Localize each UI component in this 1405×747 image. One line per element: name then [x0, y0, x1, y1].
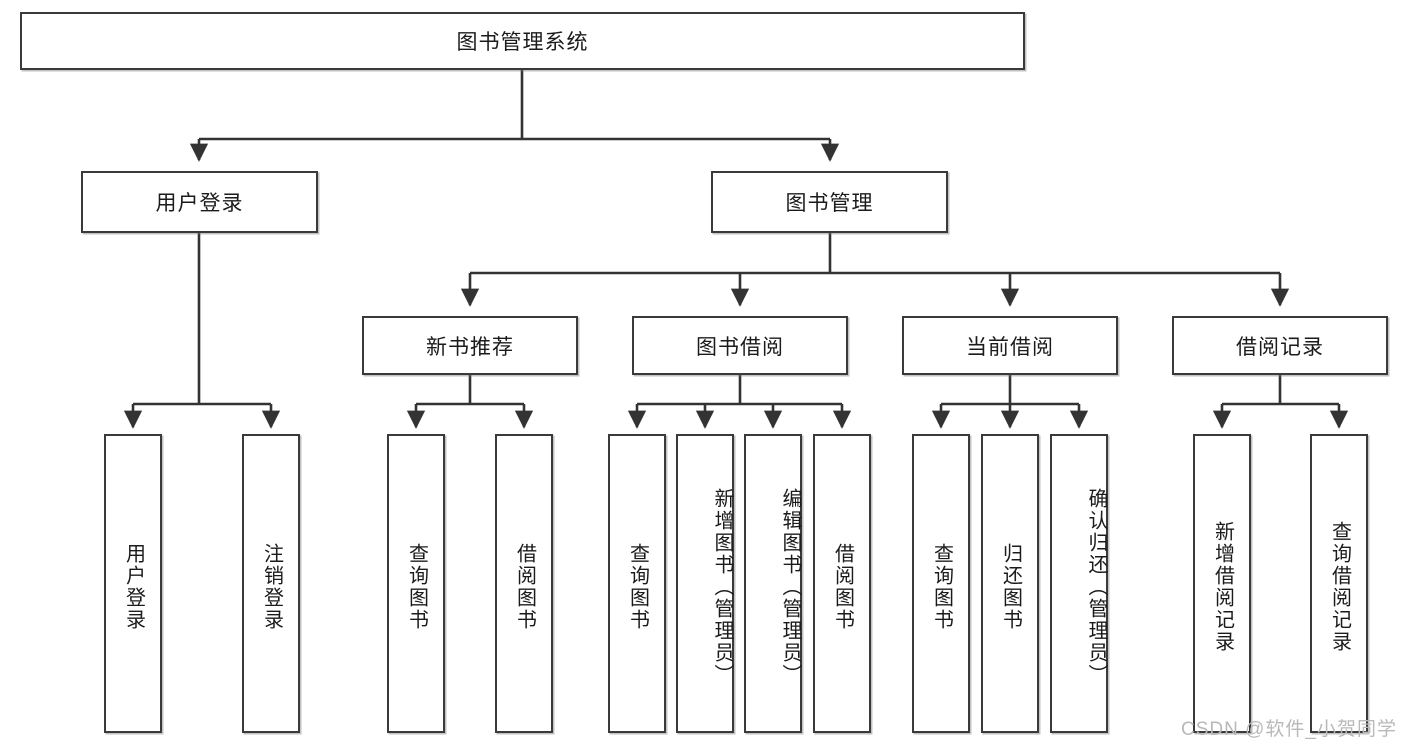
- leaf-return-book[interactable]: 归还图书: [981, 434, 1039, 733]
- node-book-management-label: 图书管理: [785, 192, 874, 215]
- node-book-management[interactable]: 图书管理: [711, 171, 948, 233]
- node-root[interactable]: 图书管理系统: [20, 12, 1025, 70]
- node-borrow-record[interactable]: 借阅记录: [1172, 316, 1388, 375]
- leaf-user-logout-label: 注销登录: [260, 542, 283, 631]
- leaf-edit-book-admin[interactable]: 编辑图书（管理员）: [744, 434, 802, 733]
- leaf-add-book-admin-label: 新增图书（管理员）: [711, 487, 733, 686]
- leaf-confirm-return-admin[interactable]: 确认归还（管理员）: [1050, 434, 1108, 733]
- node-new-book-recommend[interactable]: 新书推荐: [362, 316, 578, 375]
- node-new-book-recommend-label: 新书推荐: [426, 335, 514, 359]
- node-borrow-record-label: 借阅记录: [1236, 335, 1324, 359]
- node-book-borrow-label: 图书借阅: [696, 335, 784, 359]
- leaf-query-borrow-record[interactable]: 查询借阅记录: [1310, 434, 1368, 733]
- leaf-borrow-borrow-book-label: 借阅图书: [831, 542, 854, 631]
- node-current-borrow-label: 当前借阅: [966, 335, 1054, 359]
- leaf-edit-book-admin-label: 编辑图书（管理员）: [779, 487, 801, 686]
- leaf-user-login[interactable]: 用户登录: [104, 434, 162, 733]
- leaf-return-book-label: 归还图书: [999, 542, 1022, 631]
- leaf-add-book-admin[interactable]: 新增图书（管理员）: [676, 434, 734, 733]
- leaf-borrow-query-book-label: 查询图书: [626, 542, 649, 631]
- leaf-user-logout[interactable]: 注销登录: [242, 434, 300, 733]
- watermark: CSDN @软件_小贺同学: [1181, 719, 1397, 740]
- leaf-current-query-book-label: 查询图书: [930, 542, 953, 631]
- leaf-add-borrow-record[interactable]: 新增借阅记录: [1193, 434, 1251, 733]
- leaf-borrow-borrow-book[interactable]: 借阅图书: [813, 434, 871, 733]
- node-root-label: 图书管理系统: [456, 31, 589, 54]
- leaf-borrow-query-book[interactable]: 查询图书: [608, 434, 666, 733]
- leaf-current-query-book[interactable]: 查询图书: [912, 434, 970, 733]
- node-user-login[interactable]: 用户登录: [81, 171, 318, 233]
- leaf-query-borrow-record-label: 查询借阅记录: [1328, 520, 1351, 653]
- node-current-borrow[interactable]: 当前借阅: [902, 316, 1118, 375]
- leaf-confirm-return-admin-label: 确认归还（管理员）: [1085, 487, 1107, 686]
- leaf-add-borrow-record-label: 新增借阅记录: [1211, 520, 1234, 653]
- leaf-new-query-book-label: 查询图书: [405, 542, 428, 631]
- leaf-new-borrow-book[interactable]: 借阅图书: [495, 434, 553, 733]
- node-user-login-label: 用户登录: [155, 192, 244, 215]
- leaf-user-login-label: 用户登录: [122, 542, 145, 631]
- leaf-new-query-book[interactable]: 查询图书: [387, 434, 445, 733]
- node-book-borrow[interactable]: 图书借阅: [632, 316, 848, 375]
- leaf-new-borrow-book-label: 借阅图书: [513, 542, 536, 631]
